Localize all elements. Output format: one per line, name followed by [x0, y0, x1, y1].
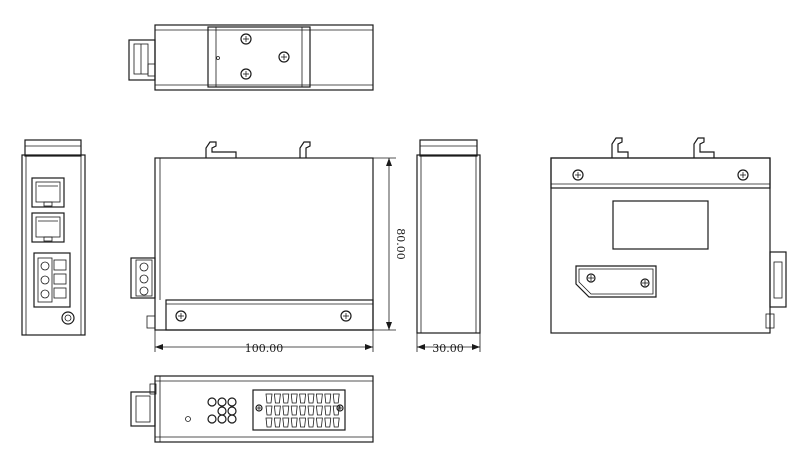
vent-slot: [265, 393, 273, 404]
led-indicator: [207, 414, 217, 424]
side-view-ports: [21, 139, 86, 336]
vent-hole: [185, 416, 191, 422]
vent-slot: [324, 393, 332, 404]
vent-slot: [282, 405, 290, 416]
vent-slot: [273, 417, 281, 428]
vent-slot: [273, 393, 281, 404]
din-rail-plate: [207, 26, 311, 88]
screw-icon: [240, 68, 252, 80]
led-indicator: [227, 414, 237, 424]
height-label: 80.00: [394, 228, 407, 260]
led-indicator: [207, 397, 217, 407]
side-view-depth: 30.00: [416, 139, 481, 355]
side-body: [21, 154, 86, 336]
screw-icon: [340, 310, 352, 322]
rail-clip-rear-right: [693, 137, 715, 158]
height-dimension: 80.00: [373, 157, 407, 331]
power-terminal: [33, 252, 71, 308]
side-connector: [769, 251, 787, 308]
label-window: [612, 200, 709, 250]
vent-slot: [290, 417, 298, 428]
bottom-view: [130, 375, 374, 443]
front-view: 80.00 100.00: [130, 141, 407, 355]
vent-slot: [299, 393, 307, 404]
width-dimension: 100.00: [154, 330, 374, 355]
vent-slot: [332, 417, 340, 428]
screw-icon: [737, 169, 749, 181]
rear-view: [550, 137, 787, 334]
vent-slot: [290, 405, 298, 416]
vent-slot: [273, 405, 281, 416]
mounting-plate: [165, 299, 374, 331]
led-indicator: [217, 406, 227, 416]
led-indicator-grid: [207, 397, 237, 424]
rail-clip-rear-left: [611, 137, 629, 158]
vent-grid: [252, 389, 346, 431]
width-label: 100.00: [245, 342, 284, 355]
screw-icon: [278, 51, 290, 63]
vent-slot: [315, 405, 323, 416]
top-view-body: [154, 24, 374, 91]
led-indicator: [227, 406, 237, 416]
rail-clip-right: [299, 141, 311, 158]
vent-slot: [265, 417, 273, 428]
rail-clip-left: [205, 141, 237, 158]
vent-slot: [315, 417, 323, 428]
terminal-block-front: [130, 257, 156, 329]
vent-slots: [265, 393, 340, 428]
led-indicator: [227, 397, 237, 407]
screw-icon: [640, 278, 650, 288]
vent-slot: [282, 417, 290, 428]
ethernet-port-1: [31, 177, 65, 208]
vent-slot: [324, 405, 332, 416]
vent-slot: [290, 393, 298, 404]
vent-slot: [307, 405, 315, 416]
rail-clip-side: [419, 139, 478, 157]
led-indicator: [217, 414, 227, 424]
ground-screw-icon: [61, 311, 75, 325]
vent-slot: [299, 417, 307, 428]
rail-clip: [24, 139, 82, 157]
vent-slot: [332, 405, 340, 416]
screw-icon: [255, 404, 263, 412]
terminal-block-top: [128, 39, 156, 81]
cover-plate: [575, 265, 657, 298]
ethernet-port-2: [31, 212, 65, 243]
vent-slot: [282, 393, 290, 404]
vent-slot: [324, 417, 332, 428]
led-indicator: [217, 397, 227, 407]
vent-slot: [332, 393, 340, 404]
vent-slot: [299, 405, 307, 416]
vent-slot: [315, 393, 323, 404]
screw-icon: [175, 310, 187, 322]
vent-slot: [307, 393, 315, 404]
vent-slot: [307, 417, 315, 428]
terminal-block-bottom: [130, 391, 156, 427]
screw-icon: [240, 33, 252, 45]
depth-label: 30.00: [432, 342, 464, 355]
depth-body: [416, 154, 481, 334]
vent-slot: [265, 405, 273, 416]
screw-icon: [586, 273, 596, 283]
top-view: [128, 24, 374, 91]
screw-icon: [572, 169, 584, 181]
